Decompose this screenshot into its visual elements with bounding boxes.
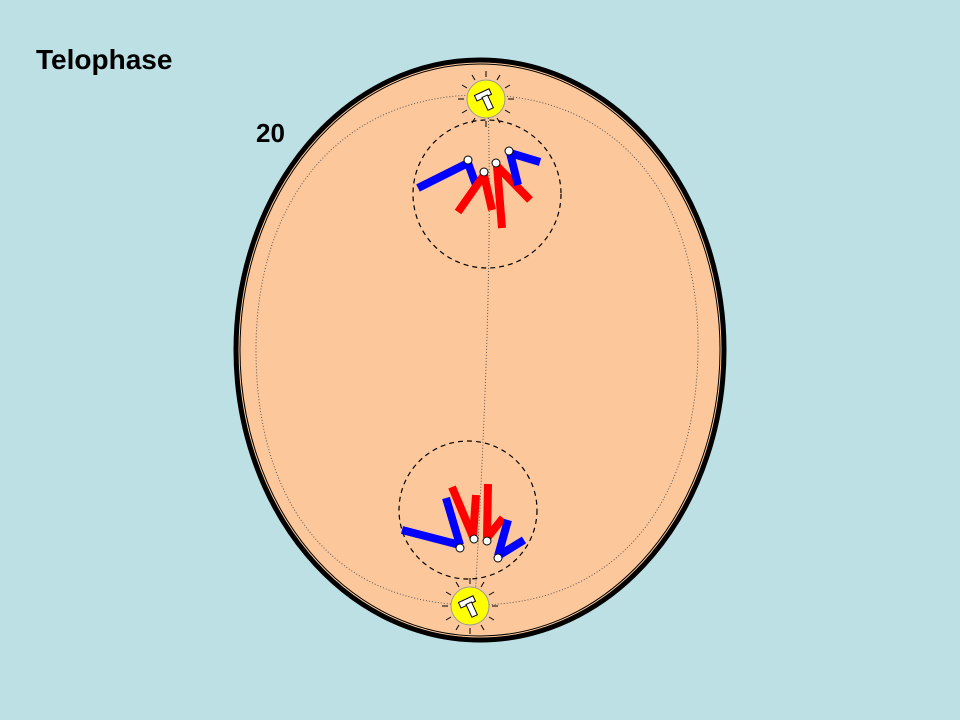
- chromosome-red: [448, 485, 477, 539]
- spindle-fiber-center: [474, 99, 490, 601]
- chromosome-red: [469, 494, 480, 538]
- spindle-fiber-outer: [255, 94, 699, 606]
- centromere: [463, 155, 473, 165]
- centromere: [455, 543, 465, 553]
- chromosome-red: [480, 174, 496, 211]
- centromere: [482, 536, 492, 546]
- chromosome-blue: [416, 159, 470, 192]
- centromere: [469, 534, 479, 544]
- centromere: [493, 553, 503, 563]
- chromosome-blue: [508, 149, 542, 166]
- cell-membrane-inner: [239, 63, 721, 637]
- chromosomes-top: [416, 146, 542, 229]
- centriole-pair-icon: [442, 578, 498, 634]
- chromosome-blue: [494, 518, 512, 558]
- chromosome-blue: [506, 152, 522, 186]
- chromosome-red: [483, 515, 507, 541]
- slide-title: Telophase: [36, 44, 173, 75]
- chromosome-blue: [400, 526, 462, 549]
- centromere: [504, 146, 514, 156]
- chromosome-red: [483, 483, 492, 539]
- nuclear-envelope-top: [412, 119, 562, 269]
- chromosome-red: [454, 172, 488, 215]
- centromere: [479, 167, 489, 177]
- cell-membrane: [233, 57, 727, 643]
- centriole-pair-icon: [458, 71, 514, 127]
- stage-number: 20: [256, 118, 285, 148]
- chromosome-blue: [442, 496, 464, 547]
- nuclear-envelope-bottom: [398, 440, 538, 580]
- chromosomes-bottom: [400, 483, 527, 563]
- chromosome-red: [493, 165, 506, 229]
- centromere: [491, 158, 501, 168]
